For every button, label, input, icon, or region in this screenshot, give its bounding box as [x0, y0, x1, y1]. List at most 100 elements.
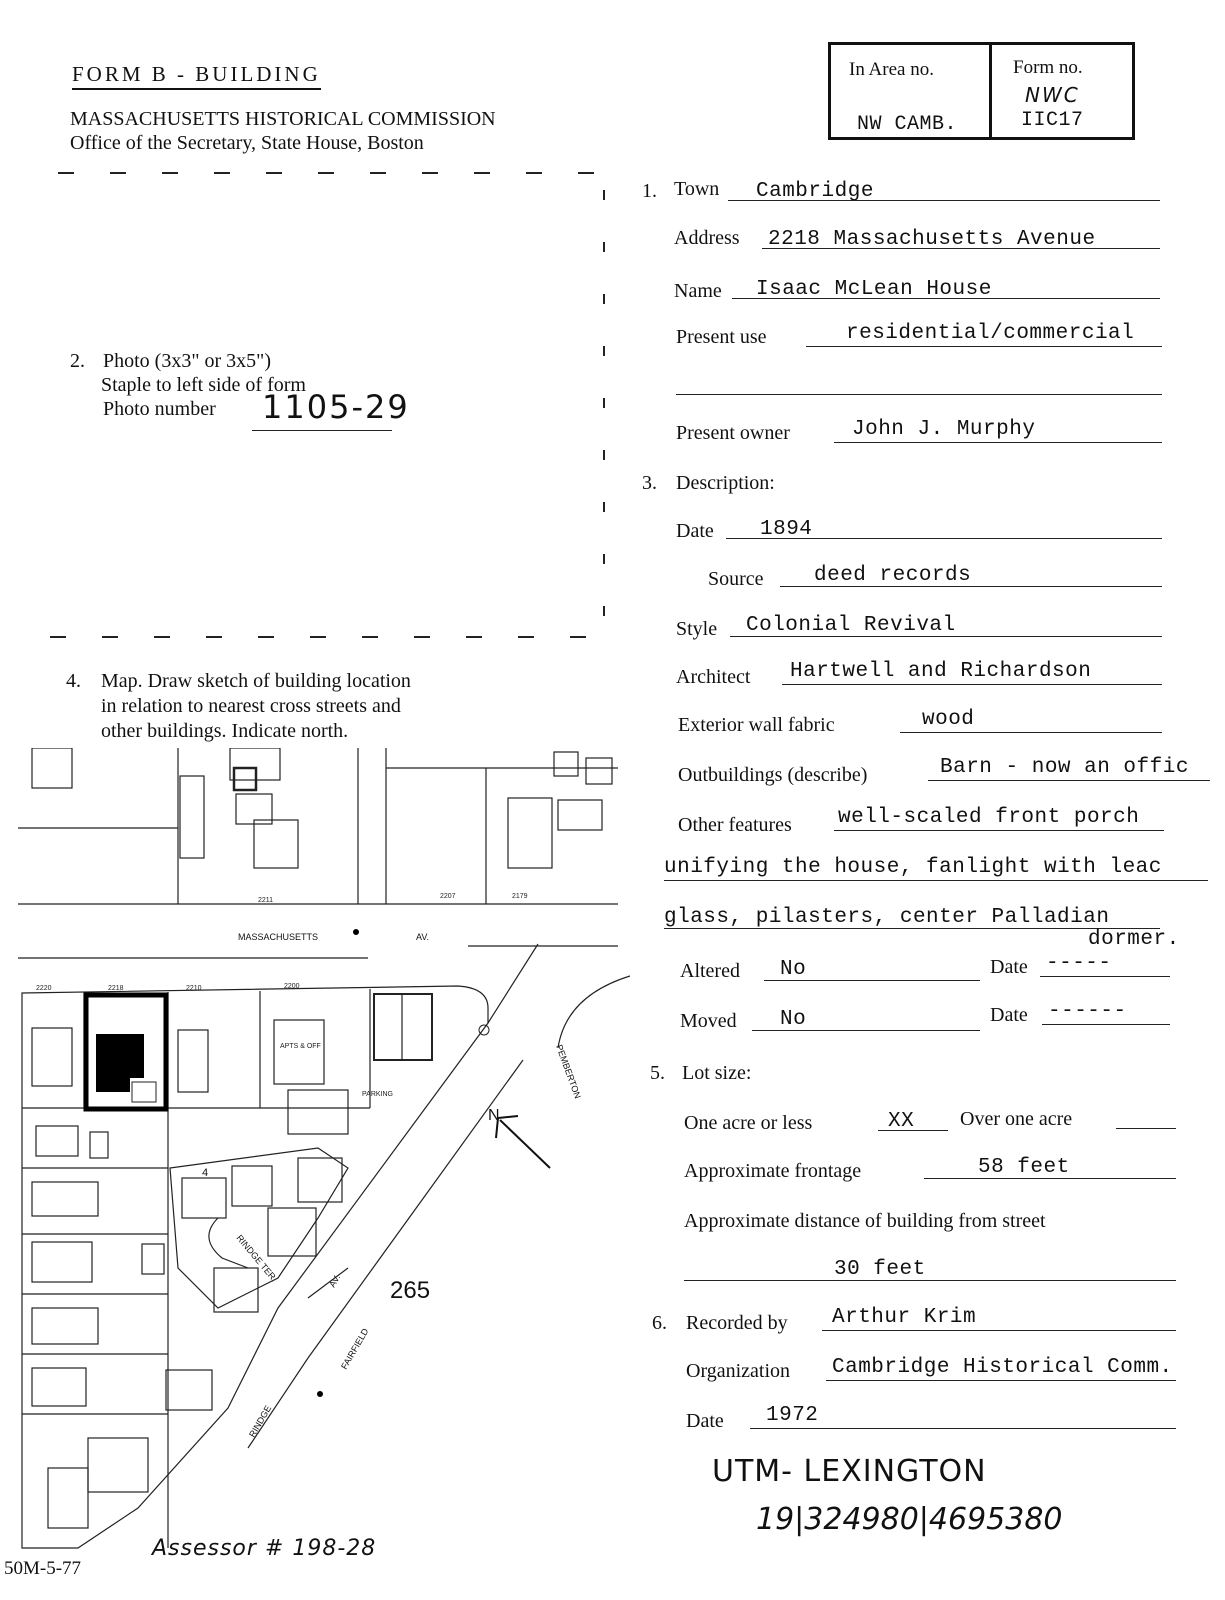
style-value[interactable]: Colonial Revival	[746, 614, 956, 637]
form-value: IIC17	[1021, 109, 1084, 132]
organization-label: Organization	[686, 1360, 791, 1382]
dash-tick	[603, 294, 605, 304]
town-label: Town	[674, 178, 720, 200]
town-value[interactable]: Cambridge	[756, 180, 874, 203]
map-lot-2210: 2210	[186, 985, 202, 992]
altered-label: Altered	[680, 960, 740, 982]
photo-number-label: Photo number	[103, 398, 216, 420]
photo-number-line	[252, 430, 392, 431]
present-use-value[interactable]: residential/commercial	[846, 322, 1135, 345]
other-features-value-2[interactable]: unifying the house, fanlight with leac	[664, 856, 1162, 879]
building-s-11	[141, 1243, 165, 1275]
map-apts-off: APTS & OFF	[280, 1043, 321, 1050]
distance-label: Approximate distance of building from st…	[684, 1210, 1046, 1232]
dash-segment	[362, 636, 378, 638]
map-lot-2179: 2179	[512, 893, 528, 900]
building-s-9	[31, 1181, 99, 1217]
dash-segment	[102, 636, 118, 638]
building-rt-2	[231, 1165, 273, 1207]
lot-size-label: Lot size:	[682, 1062, 752, 1084]
recorded-by-value[interactable]: Arthur Krim	[832, 1306, 977, 1329]
address-value[interactable]: 2218 Massachusetts Avenue	[768, 228, 1096, 251]
moved-value[interactable]: No	[780, 1008, 807, 1031]
building-top-7	[507, 797, 553, 869]
acre-less-value[interactable]: XX	[888, 1110, 915, 1133]
description-label: Description:	[676, 472, 775, 494]
dash-segment	[570, 636, 586, 638]
architect-label: Architect	[676, 666, 751, 688]
present-use-label: Present use	[676, 326, 767, 348]
wall-fabric-line	[900, 732, 1162, 733]
map-manhole	[478, 1024, 490, 1036]
map-drawing: N MASSACHUSETTS AV. RINDGE TER. RINDGE A…	[18, 747, 631, 1549]
building-rt-5	[213, 1267, 259, 1313]
other-features-value-3[interactable]: glass, pilasters, center Palladian	[664, 906, 1110, 929]
map-instructions-1: Map. Draw sketch of building location	[101, 670, 411, 692]
photo-instructions-1: Photo (3x3" or 3x5")	[103, 350, 271, 372]
architect-value[interactable]: Hartwell and Richardson	[790, 660, 1092, 683]
acre-less-line	[878, 1130, 948, 1131]
building-top-9	[553, 751, 579, 777]
name-line	[732, 298, 1160, 299]
utm-coordinates: 19|324980|4695380	[756, 1502, 1063, 1537]
building-s-3	[177, 1029, 209, 1093]
building-s-5	[287, 1089, 349, 1135]
altered-date-label: Date	[990, 956, 1028, 978]
acre-over-line	[1116, 1128, 1176, 1129]
wall-fabric-value[interactable]: wood	[922, 708, 975, 731]
south-block-outline	[21, 985, 489, 1549]
altered-line	[764, 980, 980, 981]
dash-segment	[310, 636, 326, 638]
dash-tick	[603, 190, 605, 200]
moved-date-value[interactable]: ------	[1048, 1000, 1127, 1023]
building-top-8	[557, 799, 603, 831]
building-rt-4	[267, 1207, 317, 1257]
organization-value[interactable]: Cambridge Historical Comm.	[832, 1356, 1173, 1379]
acre-over-label: Over one acre	[960, 1108, 1073, 1130]
organization-line	[826, 1380, 1176, 1381]
other-features-value-4[interactable]: dormer.	[1088, 928, 1180, 951]
other-features-value-1[interactable]: well-scaled front porch	[838, 806, 1140, 829]
map-street-rindge-av: AV.	[327, 1273, 342, 1289]
date-value[interactable]: 1894	[760, 518, 813, 541]
present-use-line	[806, 346, 1162, 347]
building-top-10	[585, 757, 613, 785]
address-label: Address	[674, 227, 740, 249]
recorded-date-value[interactable]: 1972	[766, 1404, 819, 1427]
map-instructions-3: other buildings. Indicate north.	[101, 720, 349, 742]
north-arrow	[495, 1115, 551, 1169]
building-s-6	[373, 993, 433, 1061]
map-lot-2200: 2200	[284, 983, 300, 990]
style-line	[730, 636, 1162, 637]
other-features-label: Other features	[678, 814, 792, 836]
dash-tick	[603, 606, 605, 616]
outbuildings-value[interactable]: Barn - now an offic	[940, 756, 1189, 779]
dash-segment	[50, 636, 66, 638]
map-parking-label: PARKING	[362, 1091, 393, 1098]
moved-date-label: Date	[990, 1004, 1028, 1026]
building-top-1	[31, 747, 73, 789]
distance-value[interactable]: 30 feet	[834, 1258, 926, 1281]
form-title: FORM B - BUILDING	[72, 62, 321, 90]
source-value[interactable]: deed records	[814, 564, 972, 587]
building-top-4	[232, 766, 258, 792]
frontage-line	[924, 1178, 1176, 1179]
pemberton-west-edge	[487, 943, 539, 1024]
rindge-terrace-curve	[208, 1217, 249, 1269]
altered-value[interactable]: No	[780, 958, 807, 981]
recorded-by-line	[822, 1330, 1176, 1331]
altered-date-value[interactable]: -----	[1046, 952, 1112, 975]
photo-number-value: 1105-29	[262, 388, 410, 426]
dash-segment	[162, 172, 178, 174]
frontage-value[interactable]: 58 feet	[978, 1156, 1070, 1179]
map-plate-number: 265	[390, 1277, 430, 1304]
assessor-number: Assessor # 198-28	[152, 1536, 377, 1561]
present-use-line-2	[676, 394, 1162, 395]
map-lot-2207: 2207	[440, 893, 456, 900]
owner-label: Present owner	[676, 422, 790, 444]
owner-value[interactable]: John J. Murphy	[852, 418, 1036, 441]
dash-tick	[603, 554, 605, 564]
dash-segment	[518, 636, 534, 638]
map-block-4: 4	[202, 1167, 208, 1179]
name-value[interactable]: Isaac McLean House	[756, 278, 992, 301]
